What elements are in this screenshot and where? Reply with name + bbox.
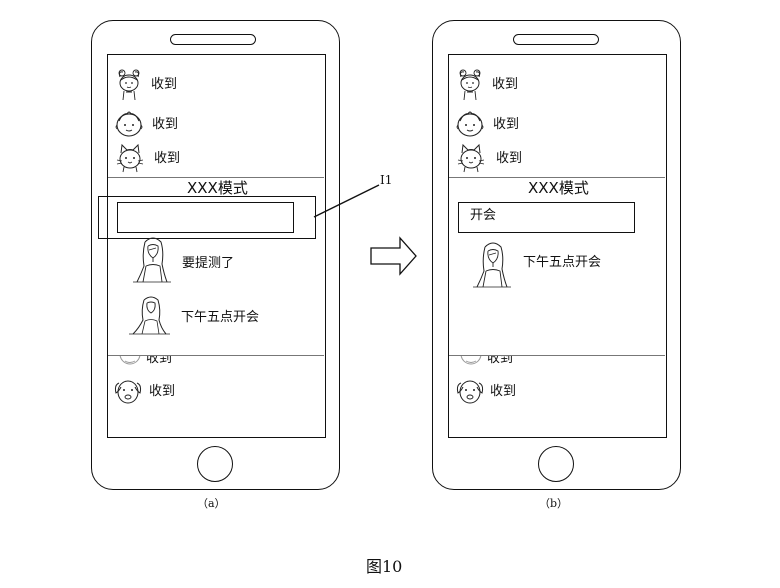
message-text: 要提测了 [182, 256, 235, 271]
cat-avatar-icon [116, 143, 144, 173]
panel-caption: （a） [197, 497, 226, 510]
top-message-text: 收到 [493, 117, 520, 132]
search-input[interactable] [117, 202, 294, 233]
right-arrow-icon [370, 236, 417, 276]
panel-caption: （b） [539, 497, 569, 510]
mode-title: XXX模式 [187, 179, 248, 197]
long-hair-woman-icon [473, 242, 511, 288]
divider [108, 355, 324, 356]
dog-avatar-icon [114, 380, 142, 404]
message-text: 下午五点开会 [523, 255, 602, 270]
avatar-partial-icon [460, 356, 482, 365]
cat-avatar-icon [457, 143, 485, 173]
divider [449, 177, 665, 178]
bottom-message-text: 收到 [490, 384, 517, 399]
divider [449, 355, 665, 356]
dog-avatar-icon [456, 380, 484, 404]
divider [108, 177, 324, 178]
callout-box [98, 196, 316, 239]
partial-message-text: 收到 [146, 356, 173, 366]
mode-title: XXX模式 [528, 179, 589, 197]
home-button-a[interactable] [197, 446, 233, 482]
girl-avatar-icon [118, 69, 140, 101]
callout-label: I1 [380, 173, 393, 187]
screen-b [448, 54, 667, 438]
figure-label: 图10 [366, 557, 403, 576]
list-item-partial: 收到 [108, 356, 228, 368]
top-message-text: 收到 [152, 117, 179, 132]
top-message-text: 收到 [496, 151, 523, 166]
partial-message-text: 收到 [487, 356, 514, 366]
home-button-b[interactable] [538, 446, 574, 482]
top-message-text: 收到 [154, 151, 181, 166]
bottom-message-text: 收到 [149, 384, 176, 399]
speaker-b [513, 34, 599, 45]
top-message-text: 收到 [492, 77, 519, 92]
girl-avatar-icon [459, 69, 481, 101]
top-message-text: 收到 [151, 77, 178, 92]
search-input[interactable]: 开会 [458, 202, 635, 233]
boy-avatar-icon [115, 111, 143, 137]
search-input-value: 开会 [470, 208, 497, 223]
screen-a [107, 54, 326, 438]
speaker-a [170, 34, 256, 45]
long-hair-woman-icon [129, 296, 170, 335]
long-hair-woman-icon [133, 237, 171, 283]
avatar-partial-icon [119, 356, 141, 365]
list-item-partial: 收到 [449, 356, 569, 368]
boy-avatar-icon [456, 111, 484, 137]
message-text: 下午五点开会 [181, 310, 260, 325]
